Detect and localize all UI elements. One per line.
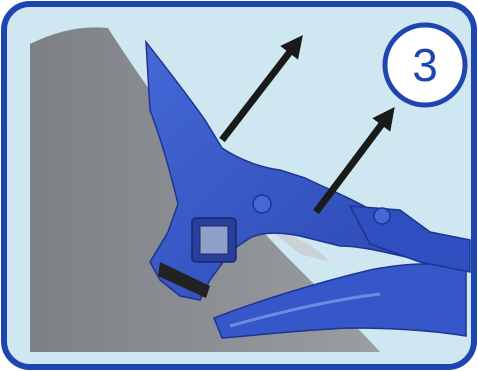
step-number: 3 [382,22,468,108]
clip-window [200,226,228,254]
connector-pin [374,208,390,224]
mount-boss [253,195,271,213]
